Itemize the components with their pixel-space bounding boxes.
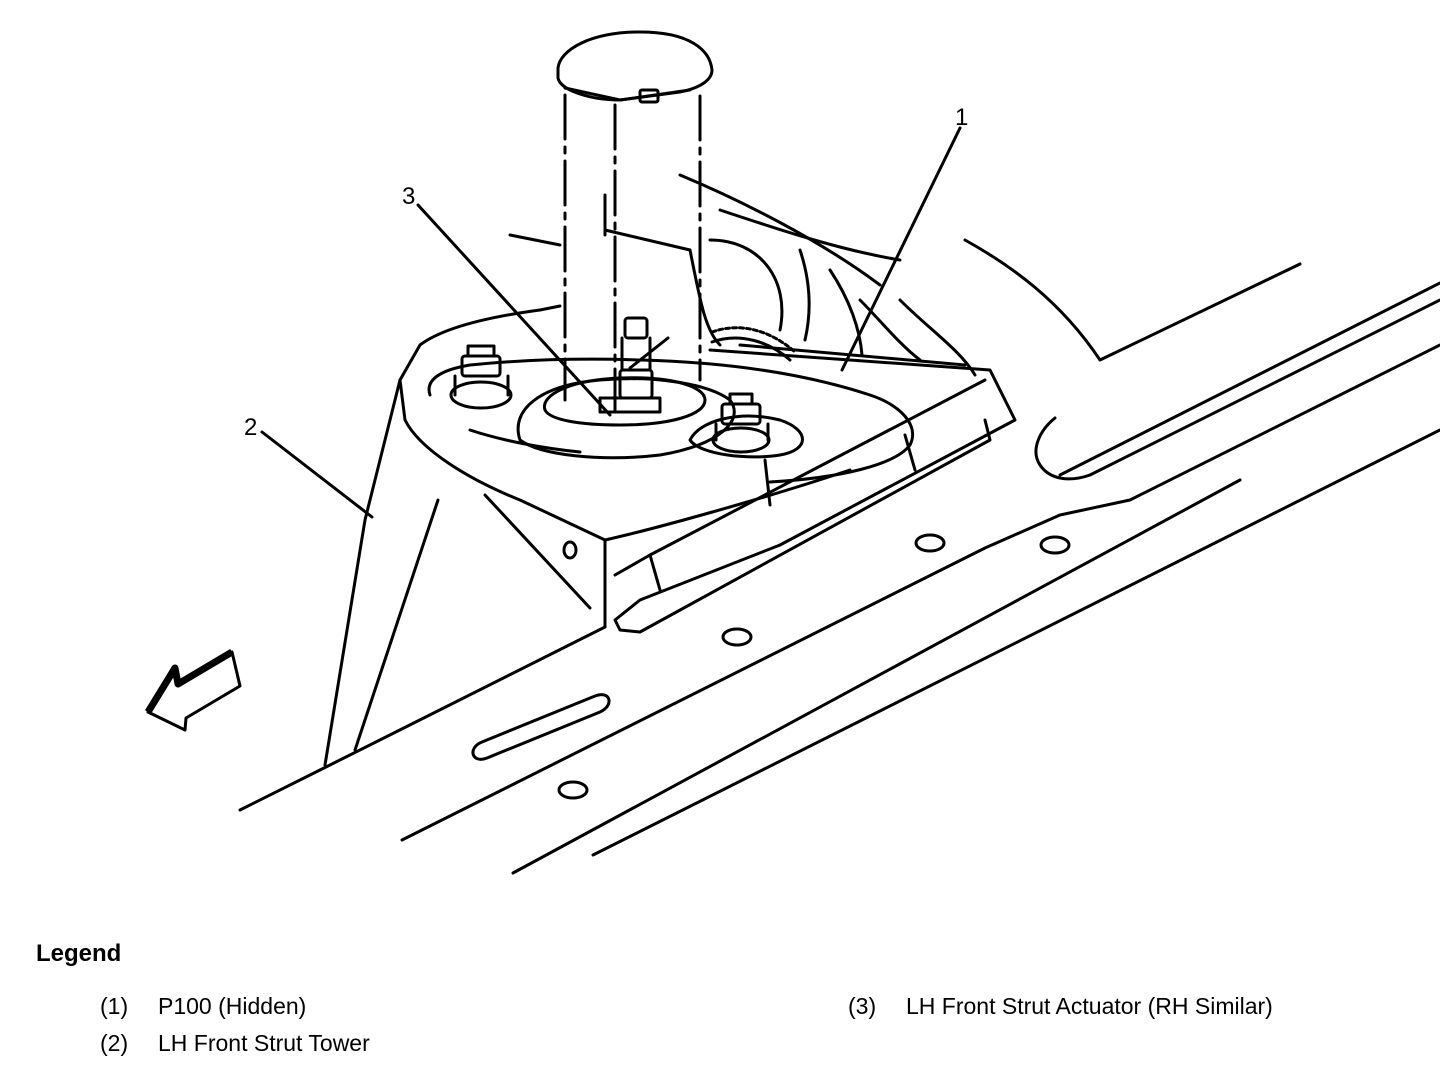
right-nut: [711, 392, 771, 454]
legend-item-1: (1) P100 (Hidden): [100, 993, 306, 1020]
front-direction-arrow-icon: [145, 648, 242, 732]
leader-3: [416, 203, 612, 417]
leader-1: [840, 126, 962, 372]
legend-item-label: LH Front Strut Actuator (RH Similar): [906, 993, 1273, 1019]
legend-item-label: P100 (Hidden): [158, 993, 307, 1019]
legend-item-number: (3): [848, 993, 877, 1019]
legend-item-2: (2) LH Front Strut Tower: [100, 1030, 370, 1057]
leader-2: [260, 430, 374, 519]
callout-3: 3: [402, 183, 415, 210]
legend-item-3: (3) LH Front Strut Actuator (RH Similar): [848, 993, 1273, 1020]
legend-item-number: (2): [100, 1030, 129, 1056]
strut-tower-diagram: 1 2 3: [145, 30, 1440, 875]
center-stud: [598, 316, 670, 414]
legend-item-label: LH Front Strut Tower: [158, 1030, 370, 1056]
callout-2: 2: [244, 414, 257, 441]
legend-title: Legend: [36, 940, 122, 967]
left-nut: [449, 344, 513, 410]
legend-item-number: (1): [100, 993, 129, 1019]
line-art: [238, 30, 1440, 875]
callout-1: 1: [955, 104, 968, 131]
